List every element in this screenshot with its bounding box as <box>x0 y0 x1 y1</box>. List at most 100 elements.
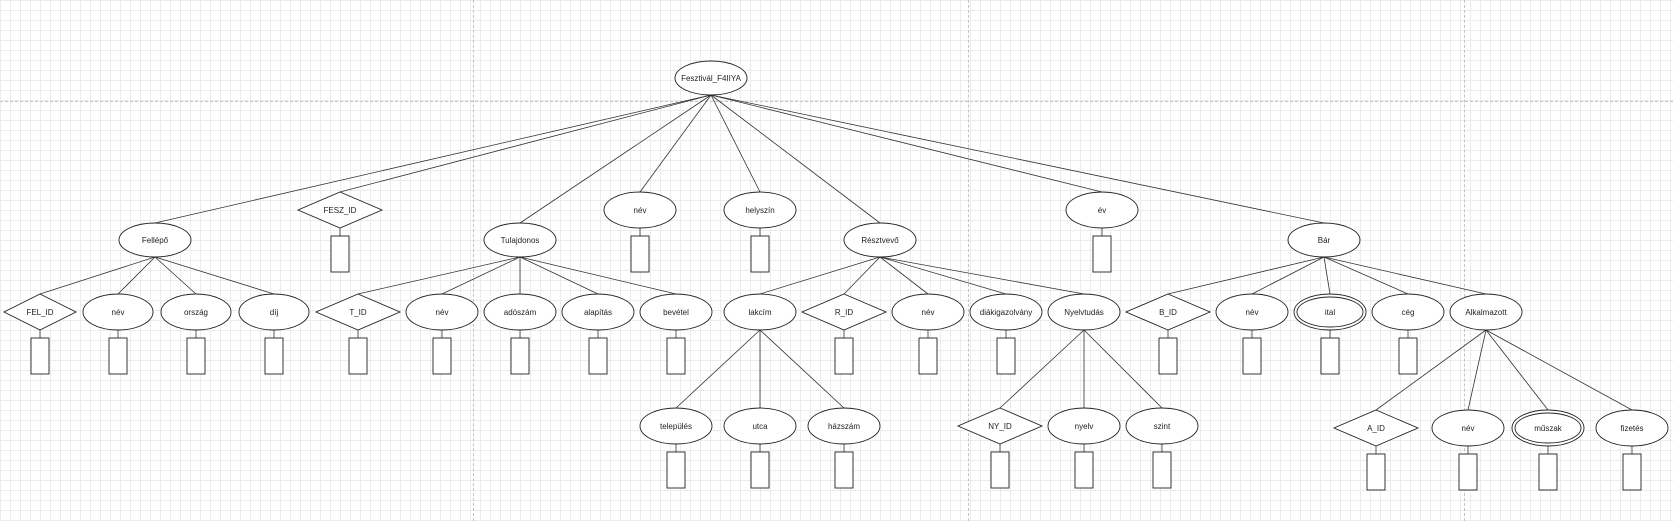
ellipse-shape <box>483 222 557 258</box>
value-box <box>990 451 1010 489</box>
node-fesztival-nev[interactable]: név <box>603 191 677 273</box>
node-muszak[interactable]: műszak <box>1511 409 1585 491</box>
value-box <box>1092 235 1112 273</box>
node-ny-id[interactable]: NY_ID <box>956 407 1044 489</box>
node-label: Fesztivál_F4IIYA <box>681 74 742 83</box>
node-resztvevo[interactable]: Résztvevő <box>843 222 917 258</box>
node-alkalmazott-nev[interactable]: név <box>1431 409 1505 491</box>
node-label: díj <box>270 308 279 317</box>
page-break-vertical <box>968 0 969 521</box>
node-orszag[interactable]: ország <box>160 293 232 375</box>
node-ev[interactable]: év <box>1065 191 1139 273</box>
node-b-id[interactable]: B_ID <box>1124 293 1212 375</box>
node-helyszin[interactable]: helyszín <box>723 191 797 273</box>
node-hazszam[interactable]: házszám <box>807 407 881 489</box>
node-fizetes[interactable]: fizetés <box>1595 409 1669 491</box>
value-box <box>1074 451 1094 489</box>
node-label: ital <box>1325 308 1335 317</box>
node-a-id[interactable]: A_ID <box>1332 409 1420 491</box>
node-label: fizetés <box>1620 424 1643 433</box>
node-label: Fellépő <box>142 236 169 245</box>
node-label: alapítás <box>584 308 612 317</box>
node-label: T_ID <box>349 308 367 317</box>
node-tulajdonos[interactable]: Tulajdonos <box>483 222 557 258</box>
connector-alapitas <box>519 256 599 295</box>
value-box <box>588 337 608 375</box>
node-root[interactable]: Fesztivál_F4IIYA <box>674 60 748 96</box>
node-label: év <box>1098 206 1106 215</box>
connector-fel_id <box>39 256 156 295</box>
node-nyelvtudas[interactable]: Nyelvtudás <box>1047 293 1121 331</box>
node-label: név <box>112 308 125 317</box>
connector-fizetes <box>1485 329 1633 411</box>
connector-ceg <box>1323 256 1409 295</box>
node-szint[interactable]: szint <box>1125 407 1199 489</box>
ellipse-shape <box>118 222 192 258</box>
value-box <box>750 451 770 489</box>
node-dij[interactable]: díj <box>238 293 310 375</box>
page-break-horizontal <box>0 101 1673 102</box>
connector-b_id <box>1167 256 1325 295</box>
value-box <box>666 337 686 375</box>
node-label: név <box>1246 308 1259 317</box>
node-label: település <box>660 422 692 431</box>
node-lakcim[interactable]: lakcím <box>723 293 797 331</box>
node-telepules[interactable]: település <box>639 407 713 489</box>
node-diakigazolvany[interactable]: diákigazolvány <box>969 293 1043 375</box>
ellipse-shape <box>723 293 797 331</box>
connector-ny_id <box>999 329 1085 409</box>
ellipse-shape <box>1047 293 1121 331</box>
node-label: FESZ_ID <box>324 206 357 215</box>
node-label: R_ID <box>835 308 853 317</box>
node-bar[interactable]: Bár <box>1287 222 1361 258</box>
connector-dij <box>154 256 275 295</box>
value-box <box>1242 337 1262 375</box>
value-box <box>348 337 368 375</box>
node-tulajdonos-nev[interactable]: név <box>405 293 479 375</box>
node-r-id[interactable]: R_ID <box>800 293 888 375</box>
value-box <box>666 451 686 489</box>
connector-telepules <box>675 329 761 409</box>
node-label: név <box>436 308 449 317</box>
node-utca[interactable]: utca <box>723 407 797 489</box>
node-fellepo-nev[interactable]: név <box>82 293 154 375</box>
node-label: B_ID <box>1159 308 1177 317</box>
connector-bevetel <box>519 256 677 295</box>
node-label: név <box>1462 424 1475 433</box>
node-fellepo[interactable]: Fellépő <box>118 222 192 258</box>
node-fel-id[interactable]: FEL_ID <box>2 293 78 375</box>
node-nyelv[interactable]: nyelv <box>1047 407 1121 489</box>
node-label: nyelv <box>1075 422 1094 431</box>
connector-t_id <box>357 256 521 295</box>
node-alkalmazott[interactable]: Alkalmazott <box>1449 293 1523 331</box>
value-box <box>1366 453 1386 491</box>
node-alapitas[interactable]: alapítás <box>561 293 635 375</box>
value-box <box>996 337 1016 375</box>
connector-bar_nev <box>1251 256 1325 295</box>
node-ital[interactable]: ital <box>1293 293 1367 375</box>
node-label: név <box>634 206 647 215</box>
connector-resztvevo_nev <box>879 256 929 295</box>
ellipse-shape <box>1449 293 1523 331</box>
node-t-id[interactable]: T_ID <box>314 293 402 375</box>
node-adoszam[interactable]: adószám <box>483 293 557 375</box>
node-fesz-id[interactable]: FESZ_ID <box>296 191 384 273</box>
connector-helyszin <box>710 94 761 193</box>
value-box <box>1538 453 1558 491</box>
connector-orszag <box>154 256 197 295</box>
connector-tulajdonos_nev <box>441 256 521 295</box>
node-label: név <box>922 308 935 317</box>
connector-lakcim <box>759 256 881 295</box>
node-label: Bár <box>1318 236 1331 245</box>
node-ceg[interactable]: cég <box>1371 293 1445 375</box>
node-resztvevo-nev[interactable]: név <box>891 293 965 375</box>
node-label: házszám <box>828 422 860 431</box>
node-bar-nev[interactable]: név <box>1215 293 1289 375</box>
node-label: A_ID <box>1367 424 1385 433</box>
page-break-vertical <box>1464 0 1465 521</box>
value-box <box>432 337 452 375</box>
value-box <box>186 337 206 375</box>
connector-hazszam <box>759 329 845 409</box>
node-bevetel[interactable]: bevétel <box>639 293 713 375</box>
